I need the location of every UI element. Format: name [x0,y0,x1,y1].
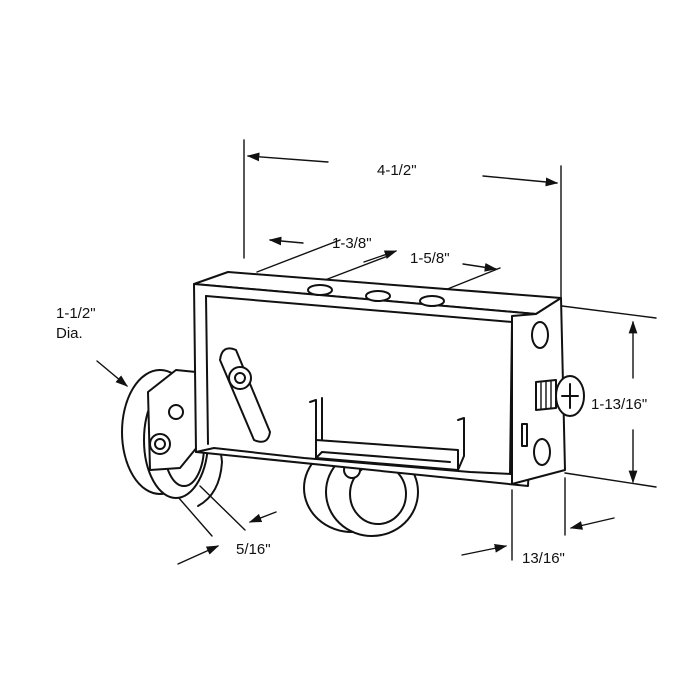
dim-wheel-width: 5/16" [236,541,271,558]
dim-hole-spacing-2: 1-5/8" [410,250,450,267]
top-mounting-holes [307,284,445,307]
dim-wheel-diameter-unit: Dia. [56,325,83,342]
dimension-lines [96,139,657,565]
dim-hole-spacing-1: 1-3/8" [332,235,372,252]
dim-housing-width: 13/16" [522,550,565,567]
dimension-labels: 4-1/2" 1-3/8" 1-5/8" 1-1/2" Dia. 1-13/16… [56,162,647,567]
slot-clip [309,397,465,471]
dim-overall-length: 4-1/2" [377,162,417,179]
dim-wheel-diameter: 1-1/2" [56,305,96,322]
end-face-holes [521,321,551,466]
housing [193,271,566,487]
adjustment-lever [219,347,271,443]
wheel-bracket [147,369,199,471]
phillips-screw-icon [535,375,585,417]
roller-assembly [121,271,585,537]
dim-height: 1-13/16" [591,396,647,413]
